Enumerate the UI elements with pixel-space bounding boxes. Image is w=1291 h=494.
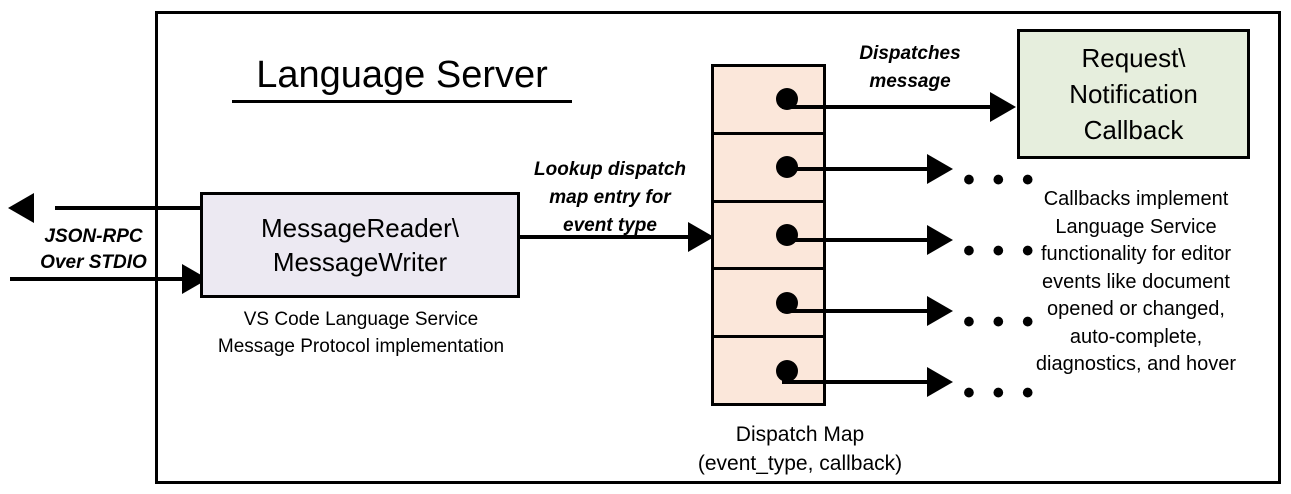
dispatch-map-cell[interactable] bbox=[714, 67, 823, 135]
dispatch-row3-line bbox=[782, 238, 930, 242]
dispatch-map-caption-line2: (event_type, callback) bbox=[697, 452, 903, 475]
message-reader-caption-line2: Message Protocol implementation bbox=[217, 336, 505, 357]
dispatches-message-label: Dispatches message bbox=[830, 40, 990, 96]
filled-dot-icon bbox=[776, 88, 798, 111]
callback-caption-line1: Callbacks implement bbox=[1043, 188, 1229, 210]
filled-dot-icon bbox=[776, 223, 798, 246]
callback-line1: Request\ bbox=[1081, 43, 1186, 73]
message-reader-caption-line1: VS Code Language Service bbox=[243, 309, 479, 330]
message-reader-line1: MessageReader\ bbox=[261, 213, 459, 243]
dispatch-row5-ellipsis: • • • bbox=[963, 374, 1038, 412]
dispatches-message-line2: message bbox=[869, 71, 951, 92]
lookup-arrow-line bbox=[518, 235, 693, 239]
callback-caption-line3: functionality for editor bbox=[1040, 243, 1232, 265]
dispatch-row5-arrowhead-icon bbox=[927, 367, 953, 397]
dispatch-row5-line bbox=[782, 380, 930, 384]
dispatch-map-cell[interactable] bbox=[714, 270, 823, 339]
dispatch-map-caption: Dispatch Map (event_type, callback) bbox=[655, 420, 945, 478]
dispatch-row1-arrowhead-icon bbox=[990, 92, 1016, 122]
dispatch-row4-line bbox=[782, 309, 930, 313]
dispatch-row1-line bbox=[782, 105, 1010, 109]
callback-caption-line5: opened or changed, bbox=[1047, 298, 1225, 320]
callback-caption-line2: Language Service bbox=[1055, 215, 1217, 238]
dispatch-map-cell[interactable] bbox=[714, 338, 823, 403]
callback-caption-line6: auto-complete, bbox=[1069, 325, 1203, 348]
dispatch-map-cell[interactable] bbox=[714, 203, 823, 271]
lookup-label-line2: map entry for bbox=[549, 187, 671, 208]
dispatch-map-caption-line1: Dispatch Map bbox=[735, 423, 865, 446]
filled-dot-icon bbox=[776, 291, 798, 314]
inbound-transport-line bbox=[10, 277, 188, 281]
language-server-frame bbox=[155, 11, 1281, 484]
message-reader-line2: MessageWriter bbox=[272, 247, 448, 277]
transport-label-line1: JSON-RPC bbox=[44, 226, 143, 247]
message-reader-writer-box[interactable]: MessageReader\ MessageWriter bbox=[200, 192, 520, 298]
dispatch-row2-line bbox=[782, 167, 930, 171]
outbound-transport-line bbox=[55, 206, 203, 210]
callback-caption: Callbacks implement Language Service fun… bbox=[1008, 186, 1264, 379]
dispatches-message-line1: Dispatches bbox=[859, 43, 961, 64]
message-reader-caption: VS Code Language Service Message Protoco… bbox=[190, 306, 532, 360]
dispatch-row4-arrowhead-icon bbox=[927, 296, 953, 326]
dispatch-row2-arrowhead-icon bbox=[927, 154, 953, 184]
page-title: Language Server bbox=[232, 52, 572, 103]
dispatch-row2-ellipsis: • • • bbox=[963, 161, 1038, 199]
transport-label-line2: Over STDIO bbox=[40, 252, 147, 273]
lookup-label-line3: event type bbox=[563, 215, 657, 236]
transport-label: JSON-RPC Over STDIO bbox=[26, 224, 161, 276]
lookup-arrowhead-icon bbox=[688, 222, 714, 252]
callback-caption-line4: events like document bbox=[1042, 270, 1230, 293]
callback-line3: Callback bbox=[1083, 115, 1184, 145]
callback-caption-line7: diagnostics, and hover bbox=[1035, 353, 1237, 375]
callback-line2: Notification bbox=[1069, 79, 1198, 109]
filled-dot-icon bbox=[776, 359, 798, 382]
lookup-label: Lookup dispatch map entry for event type bbox=[515, 156, 705, 240]
request-notification-callback-box[interactable]: Request\ Notification Callback bbox=[1017, 29, 1250, 159]
lookup-label-line1: Lookup dispatch bbox=[534, 159, 686, 180]
dispatch-row3-arrowhead-icon bbox=[927, 225, 953, 255]
dispatch-map[interactable] bbox=[711, 64, 826, 406]
outbound-transport-arrowhead-icon bbox=[8, 193, 34, 223]
